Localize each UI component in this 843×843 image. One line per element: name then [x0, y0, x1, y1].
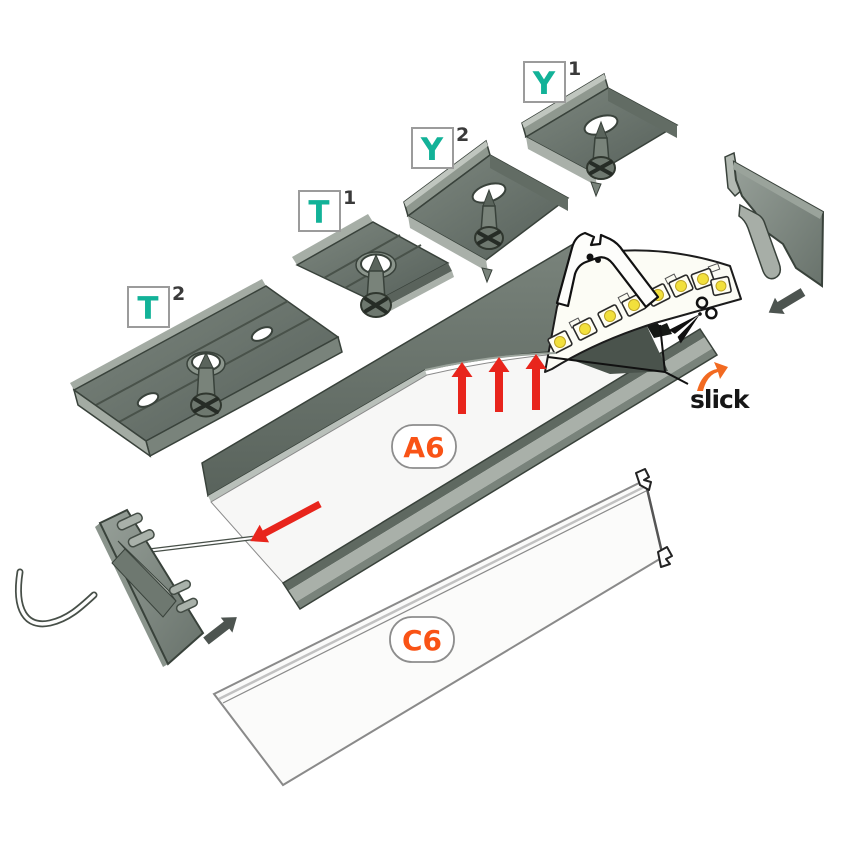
led-modules — [547, 267, 732, 354]
c6-clip-hook — [657, 546, 673, 568]
t1-screw-cross — [364, 297, 388, 313]
badge-y2-letter: Y — [420, 132, 444, 168]
insert-arrow-right-icon — [768, 288, 806, 315]
badge-t2-box — [127, 286, 170, 328]
t2-back-lip — [70, 279, 266, 390]
left-cap-pin — [175, 597, 199, 614]
y2-right-wall — [490, 155, 568, 211]
a6-back-wall-edge — [208, 370, 427, 502]
a6-label-text: A6 — [403, 431, 444, 464]
badge-t2: T 2 — [127, 283, 185, 328]
left-cap-block — [111, 548, 177, 618]
cross-section-notch — [586, 253, 594, 261]
left-cap-pin — [127, 529, 155, 548]
badge-t1-letter: T — [308, 195, 329, 231]
a6-front-rail-light — [288, 337, 713, 602]
red-up-arrow-icon — [488, 357, 510, 412]
a6-front-rail-dark — [283, 329, 705, 591]
y2-back-wall-top — [404, 141, 488, 207]
badge-y1-superscript: 1 — [568, 58, 581, 80]
end-cap-right — [724, 151, 825, 288]
c6-edge-line — [222, 488, 651, 704]
power-cable-outline — [15, 568, 98, 628]
badge-t1: T 1 — [298, 187, 356, 232]
badge-t2-letter: T — [137, 291, 158, 327]
badge-y2: Y 2 — [411, 124, 469, 169]
t1-front-lip-dark — [375, 263, 452, 310]
c6-clip-hook — [635, 468, 652, 491]
t1-back-lip — [292, 214, 373, 265]
y2-screw-cross — [477, 230, 501, 245]
c6-edge-line — [218, 483, 649, 701]
y1-screw-cross — [589, 160, 613, 175]
badge-y1: Y 1 — [523, 58, 581, 103]
c6-end-edge — [643, 479, 665, 558]
power-cable — [16, 570, 96, 626]
led-strip — [544, 249, 742, 373]
leader-line — [659, 324, 666, 373]
badge-t1-box — [298, 190, 341, 232]
profile-label-a6: A6 — [391, 424, 457, 469]
y2-tab — [481, 267, 493, 284]
badge-y2-superscript: 2 — [456, 124, 469, 146]
cross-section-notch — [595, 257, 601, 263]
insert-arrow-left-icon — [203, 617, 237, 645]
mounting-clip-y2 — [403, 139, 570, 284]
right-cap-sheen — [733, 162, 823, 219]
y1-front-lip — [526, 137, 597, 186]
t2-end-face — [72, 388, 152, 458]
left-cap-pin — [168, 579, 192, 596]
profile-a6-body — [201, 241, 719, 611]
red-slide-arrow-icon — [250, 500, 322, 543]
mounting-rail-t2 — [70, 279, 343, 458]
badge-y2-box — [411, 127, 454, 169]
t1-front-lip-light — [379, 271, 454, 316]
cover-label-c6: C6 — [389, 616, 455, 663]
t2-slot-hole — [250, 326, 274, 342]
a6-label-oval — [391, 424, 457, 469]
red-up-arrow-icon — [451, 362, 473, 414]
y2-front-lip — [408, 216, 488, 272]
brand-logo: slick — [690, 362, 752, 414]
c6-label-oval — [389, 616, 455, 663]
t2-screw-cross — [193, 397, 219, 413]
bent-sheet-curve — [424, 352, 557, 371]
y1-right-wall — [608, 88, 677, 138]
right-cap-face — [732, 160, 825, 288]
y1-tab — [590, 181, 602, 198]
left-cap-pin — [116, 512, 143, 531]
badge-t2-superscript: 2 — [172, 283, 185, 305]
wire — [145, 537, 254, 552]
end-cap-left — [15, 508, 254, 667]
red-up-arrow-icon — [525, 354, 547, 410]
t2-groove — [95, 300, 289, 406]
a6-front-rail-bottom — [296, 348, 717, 609]
badge-t1-superscript: 1 — [343, 187, 356, 209]
badge-y1-letter: Y — [532, 66, 556, 102]
brand-swoosh-icon — [697, 362, 728, 391]
brand-wordmark: slick — [690, 385, 751, 414]
profile-cross-section-outline — [555, 231, 660, 309]
t2-slot-hole — [136, 392, 160, 408]
mounting-clip-y1 — [521, 72, 679, 198]
badge-y1-box — [523, 61, 566, 103]
mounting-clip-t1 — [292, 214, 454, 318]
led-strip-tape — [544, 249, 742, 373]
right-cap-tongue — [738, 203, 782, 280]
scissors-icon — [668, 296, 718, 344]
a6-front-rail-outline — [281, 327, 719, 611]
c6-label-text: C6 — [402, 624, 442, 657]
left-cap-side — [95, 523, 168, 667]
